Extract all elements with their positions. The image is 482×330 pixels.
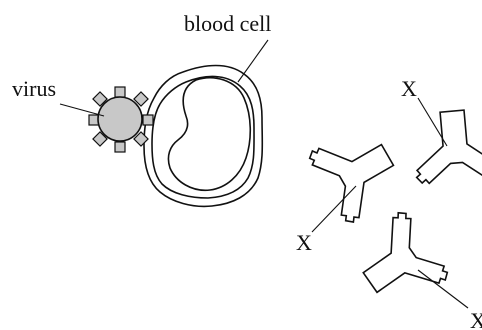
blood-cell-label: blood cell xyxy=(184,11,271,36)
blood-cell xyxy=(144,66,262,207)
cell-nucleus xyxy=(168,78,250,191)
virus-leader-line xyxy=(60,104,104,116)
virus-label: virus xyxy=(12,76,56,101)
blood-cell-leader-line xyxy=(238,40,268,82)
x-label-top-right: X xyxy=(401,76,417,101)
antibody-left xyxy=(306,119,408,225)
blood-cell-inner-membrane xyxy=(152,76,254,198)
x-label-left: X xyxy=(296,230,312,255)
blood-cell-membrane xyxy=(144,66,262,207)
virus xyxy=(89,87,153,152)
x-label-bottom-right: X xyxy=(470,308,482,330)
virus-body xyxy=(98,97,142,141)
antibody-bottom-right xyxy=(347,209,451,316)
